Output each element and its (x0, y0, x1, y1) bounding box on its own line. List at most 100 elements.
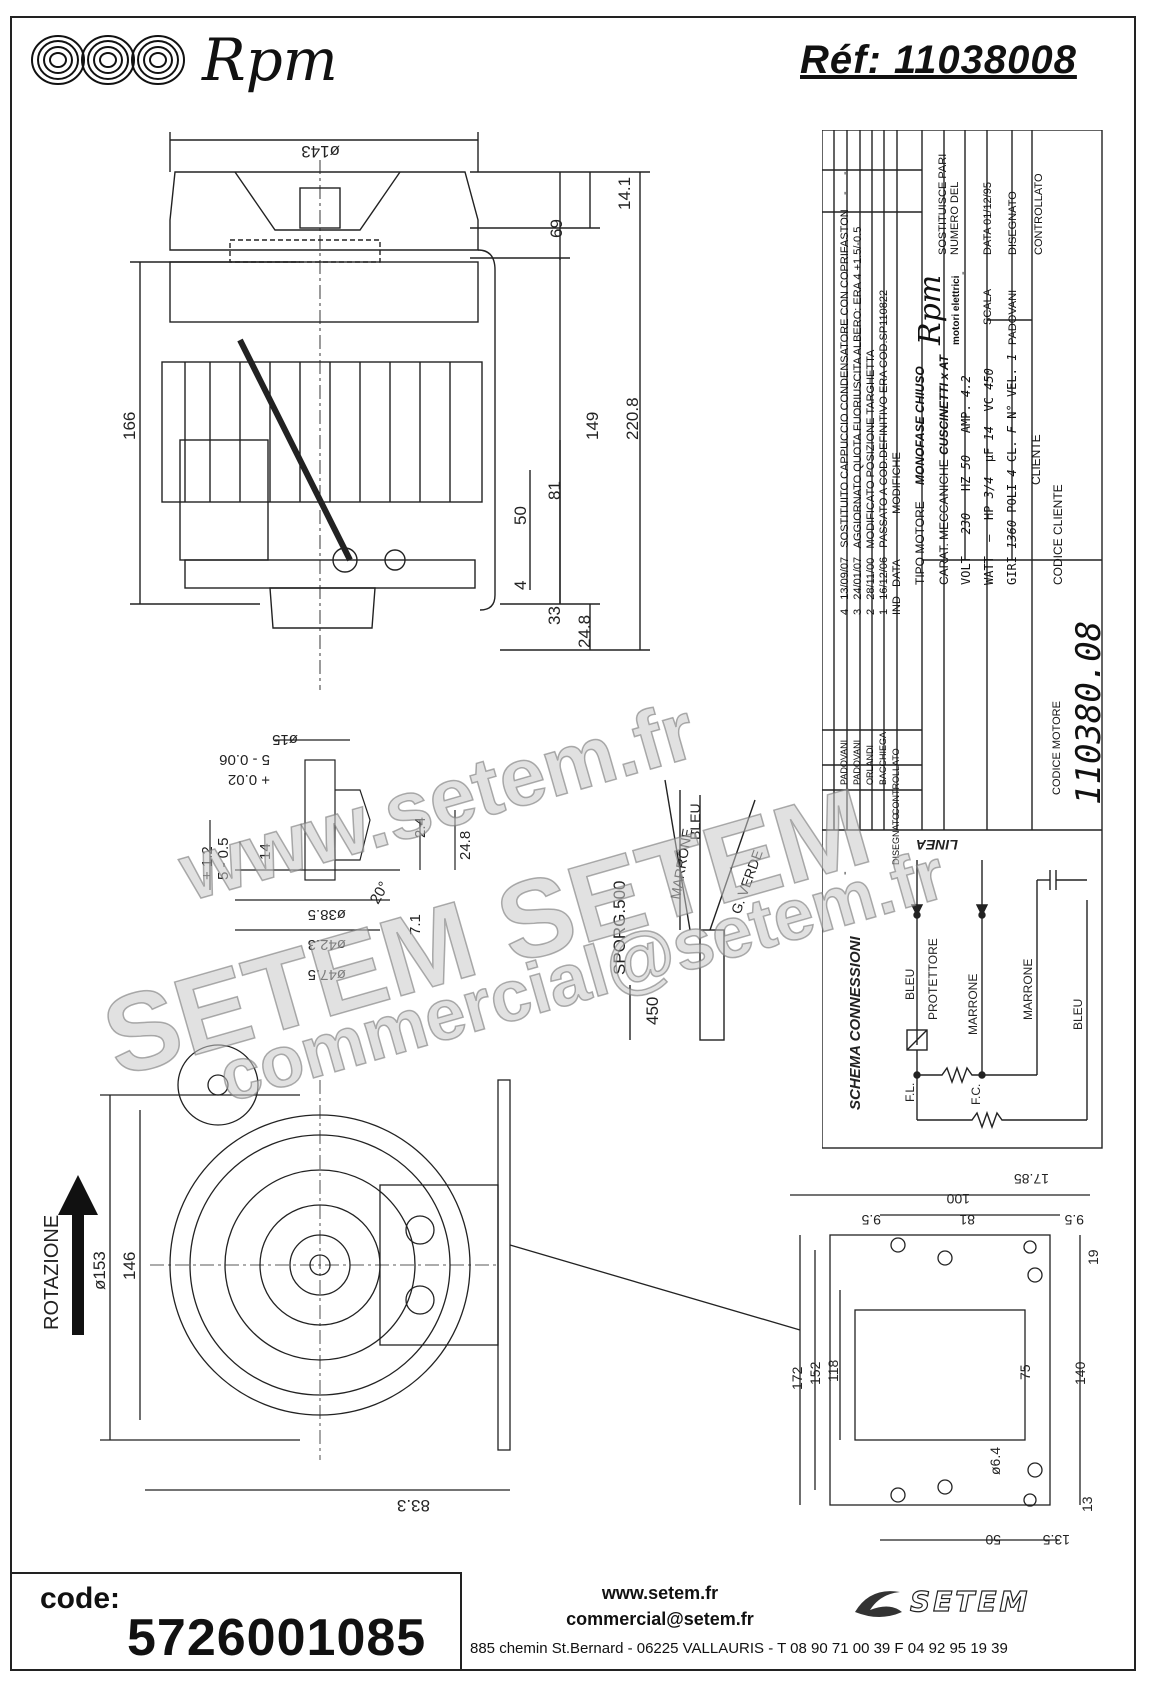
wiring-schema: SCHEMA CONNESSIONI LINEA BLEU PROTETTORE… (847, 837, 1088, 1130)
dim-002: + 0.02 (228, 771, 270, 788)
carat-value: CUSCINETTI x AT (937, 354, 951, 455)
codice-motore-value: 110380.08 (1069, 620, 1109, 805)
footer-address: 885 chemin St.Bernard - 06225 VALLAURIS … (470, 1640, 1008, 1657)
controllato-label: CONTROLLATO (1033, 173, 1045, 256)
dim-9-5-b: 9.5 (1064, 1212, 1084, 1228)
dim-d15: ø15 (272, 731, 298, 748)
reference-number: Réf: 11038008 (800, 38, 1077, 82)
dim-14-1: 14.1 (615, 177, 634, 210)
dim-2-4: 2.4 (412, 817, 429, 838)
schema-protettore: PROTETTORE (926, 938, 940, 1020)
dim-24-8: 24.8 (575, 615, 594, 648)
dim-d47: ø47.5 (308, 966, 346, 983)
rev-by-2: ORLANDI (865, 744, 875, 785)
footer-contacts: www.setem.fr commercial@setem.fr (520, 1580, 800, 1632)
dim-19: 19 (1085, 1249, 1101, 1265)
schema-bleu: BLEU (903, 969, 917, 1000)
motor-end-shield (169, 261, 479, 323)
code-box: code: 5726001085 (10, 1572, 462, 1671)
schema-fl: F.L. (903, 1083, 917, 1102)
code-label: code: (40, 1582, 121, 1615)
tipo-motore-label: TIPO MOTORE (913, 501, 927, 585)
cliente-label: CLIENTE (1029, 434, 1043, 485)
rev-ctrl-header: CONTROLLATO (891, 748, 901, 815)
cable-450: 450 (643, 997, 662, 1025)
data-label: DATA 01/12/95 (982, 182, 994, 255)
dim-172: 172 (789, 1366, 805, 1390)
dim-81: 81 (545, 481, 564, 500)
rpm-logo (26, 28, 216, 93)
dim-33: 33 (545, 606, 564, 625)
schema-bleu2: BLEU (1071, 999, 1085, 1030)
specs-row2: WATT — HP 3/4 µF 14 VC 450 (982, 368, 996, 585)
dim-83-3: 83.3 (397, 1496, 430, 1515)
dim-220-8: 220.8 (623, 397, 642, 440)
sostituisce-value: - (957, 271, 969, 275)
dim-100: 100 (946, 1191, 970, 1207)
dim-d143: ø143 (301, 142, 340, 161)
dim-4: 4 (511, 581, 530, 590)
cable-bleu: BLEU (687, 803, 703, 840)
mounting-plate (829, 1234, 1051, 1506)
carat-label: CARAT. MECCANICHE (937, 459, 951, 585)
setem-logo: SETEM (909, 1584, 1031, 1618)
title-block-text: 4 13/09/07 SOSTITUITO CAPPUCCIO CONDENSA… (822, 130, 1109, 875)
drawing-frame (10, 16, 1136, 1671)
rev-top-a: - (839, 191, 851, 195)
rpm-coil-icon (31, 35, 185, 85)
dim-152: 152 (807, 1361, 823, 1385)
dim-5-006: 5 - 0.06 (219, 751, 270, 768)
dim-13: 13 (1079, 1496, 1095, 1512)
schema-title: SCHEMA CONNESSIONI (847, 936, 864, 1110)
dim-d6-4: ø6.4 (987, 1447, 1003, 1475)
dim-75: 75 (1017, 1364, 1033, 1380)
rev-by-3: PADOVANI (852, 739, 862, 785)
rev-2: 2 28/11/00 MODIFICATO POSIZIONE TARGHETT… (865, 349, 877, 615)
dim-166: 166 (120, 412, 139, 440)
motor-shaft-flange (269, 587, 376, 629)
company-brand: Rpm (913, 274, 948, 345)
company-sub: motori elettrici (951, 275, 962, 345)
rotation-arrow-icon (58, 1175, 98, 1335)
footer-email-link[interactable]: commercial@setem.fr (566, 1609, 754, 1629)
dim-5-05: 5 - 0.5 (215, 837, 232, 880)
sostituisce-label: SOSTITUISCE PARI NUMERO DEL (937, 153, 961, 255)
dim-149: 149 (583, 412, 602, 440)
schema-marrone2: MARRONE (1021, 959, 1035, 1020)
specs-row1: VOLT 230 HZ 50 AMP. 4.2 (959, 375, 973, 585)
specs-row3: GIRI 1360 POLI 4 CL. F N° VEL. 1 (1005, 353, 1019, 585)
schema-fc: F.C. (969, 1084, 983, 1105)
dim-50: 50 (511, 506, 530, 525)
rev-4: 4 13/09/07 SOSTITUITO CAPPUCCIO CONDENSA… (839, 209, 851, 615)
dim-d42: ø42.3 (308, 936, 346, 953)
rev-top-b: - (839, 171, 851, 175)
dim-plus12: + 1.2 (199, 846, 216, 880)
dim-140: 140 (1072, 1361, 1088, 1385)
footer-web-link[interactable]: www.setem.fr (601, 1583, 719, 1603)
dim-d153: ø153 (90, 1251, 109, 1290)
dim-17-85: 17.85 (1014, 1171, 1049, 1187)
dim-9-5-a: 9.5 (861, 1212, 881, 1228)
dim-d38: ø38.5 (308, 906, 346, 923)
dim-50-b: 50 (985, 1532, 1001, 1548)
dim-13-5: 13.5 (1043, 1532, 1070, 1548)
rev-by-1: BACCHIEGA (878, 731, 888, 785)
dim-81-b: 81 (959, 1212, 975, 1228)
motor-fan-cover (169, 171, 479, 251)
rpm-brand: Rpm (202, 26, 338, 94)
rev-header: IND DATA MODIFICHE (891, 452, 903, 615)
codice-motore-label: CODICE MOTORE (1051, 701, 1063, 795)
setem-swoosh-icon (855, 1591, 902, 1617)
codice-cliente-label: CODICE CLIENTE (1051, 484, 1065, 585)
disegnato-value: PADOVANI (1007, 289, 1019, 345)
dim-146: 146 (120, 1252, 139, 1280)
rev-3: 3 24/01/07 AGGIORNATO QUOTA FUORIUSCITA … (852, 226, 864, 615)
capacitor (179, 439, 269, 561)
title-block (822, 130, 1103, 1149)
disegnato-label: DISEGNATO (1007, 191, 1019, 255)
schema-linea: LINEA (916, 837, 958, 853)
dim-118: 118 (825, 1359, 841, 1382)
dim-14: 14 (257, 843, 274, 860)
dim-7-1: 7.1 (407, 914, 424, 935)
